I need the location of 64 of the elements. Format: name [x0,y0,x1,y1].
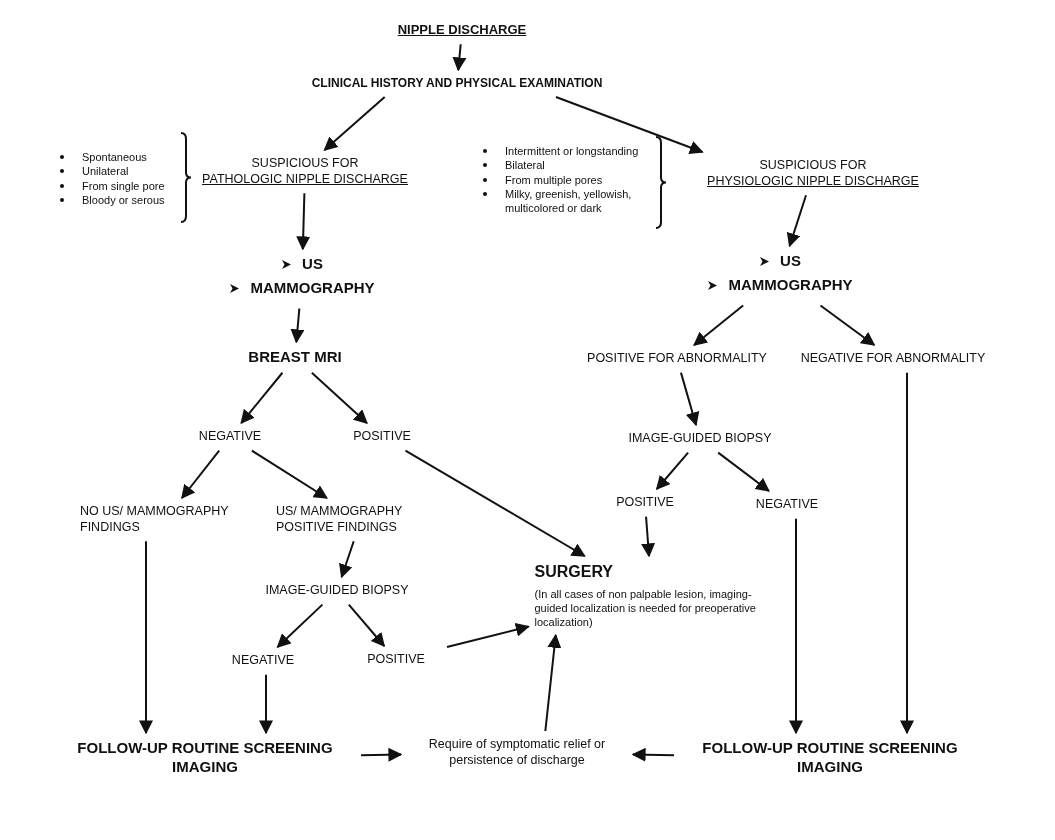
arrow [446,622,530,649]
flow-heading: NIPPLE DISCHARGE [397,22,527,39]
flow-step: POSITIVE [353,429,411,445]
arrow [296,192,311,251]
flow-step: POSITIVE FOR ABNORMALITY [587,351,767,367]
criterion-text: From multiple pores [505,172,603,187]
modality-label: US [780,252,801,271]
arrow [693,304,745,346]
arrow [631,747,675,762]
arrow [259,673,273,735]
arrow [641,515,656,558]
flow-step: PATHOLOGIC NIPPLE DISCHARGE [202,171,408,188]
flow-step: PHYSIOLOGIC NIPPLE DISCHARGE [707,173,919,190]
flow-step: CLINICAL HISTORY AND PHYSICAL EXAMINATION [311,76,603,91]
criterion-text: Bilateral [505,158,545,173]
arrow [276,603,324,648]
arrow [139,540,153,735]
criterion-text: From single pore [82,178,165,193]
flow-step: POSITIVE [616,495,674,511]
flow-step: FOLLOW-UP ROUTINE SCREENING IMAGING [680,739,980,777]
flow-step: SUSPICIOUS FOR [251,156,359,172]
flow-step: NEGATIVE [198,429,262,445]
criterion-text: Intermittent or longstanding [505,144,639,159]
modality-label: US [302,255,323,274]
arrow [452,43,467,72]
arrow [404,449,586,557]
flow-step: NO US/ MAMMOGRAPHY FINDINGS [80,504,250,536]
arrow [310,371,368,424]
flow-step: Require of symptomatic relief or persistence of discharge [407,737,627,769]
arrow [679,371,700,427]
arrow [655,451,690,491]
arrow [789,517,803,735]
modality-label: MAMMOGRAPHY [728,275,853,295]
flow-step: SUSPICIOUS FOR [759,158,867,174]
modality-label: MAMMOGRAPHY [250,278,375,298]
criterion-text: Bloody or serous [82,192,165,208]
arrow [240,371,284,425]
arrow [339,540,355,579]
arrow [900,371,914,735]
flow-step: NEGATIVE [755,497,819,513]
criterion-text: Milky, greenish, yellowish, multicolored or dark [505,186,633,216]
arrow [819,304,876,346]
flow-step: NEGATIVE FOR ABNORMALITY [800,351,986,367]
flow-step: NEGATIVE [231,653,295,669]
flow-step: IMAGE-GUIDED BIOPSY [628,431,772,447]
note-text: (In all cases of non palpable lesion, imaging-guided localization is needed for preoperative localization) [534,588,757,630]
flow-step: US/ MAMMOGRAPHY POSITIVE FINDINGS [276,504,446,536]
arrow [717,451,770,492]
arrow [180,449,221,500]
arrow [360,747,403,762]
arrow [554,96,704,155]
arrow [544,633,562,732]
flow-step: BREAST MRI [248,348,342,367]
arrow [290,307,305,344]
flow-step: IMAGE-GUIDED BIOPSY [265,583,409,599]
criterion-text: Spontaneous [82,150,147,165]
flow-step: POSITIVE [367,652,425,668]
flow-step: FOLLOW-UP ROUTINE SCREENING IMAGING [55,739,355,777]
arrow [347,603,386,648]
flow-step: SURGERY [534,562,614,582]
arrow [250,449,328,499]
criterion-text: Unilateral [82,164,129,179]
arrow [786,194,807,248]
arrow [323,96,386,151]
